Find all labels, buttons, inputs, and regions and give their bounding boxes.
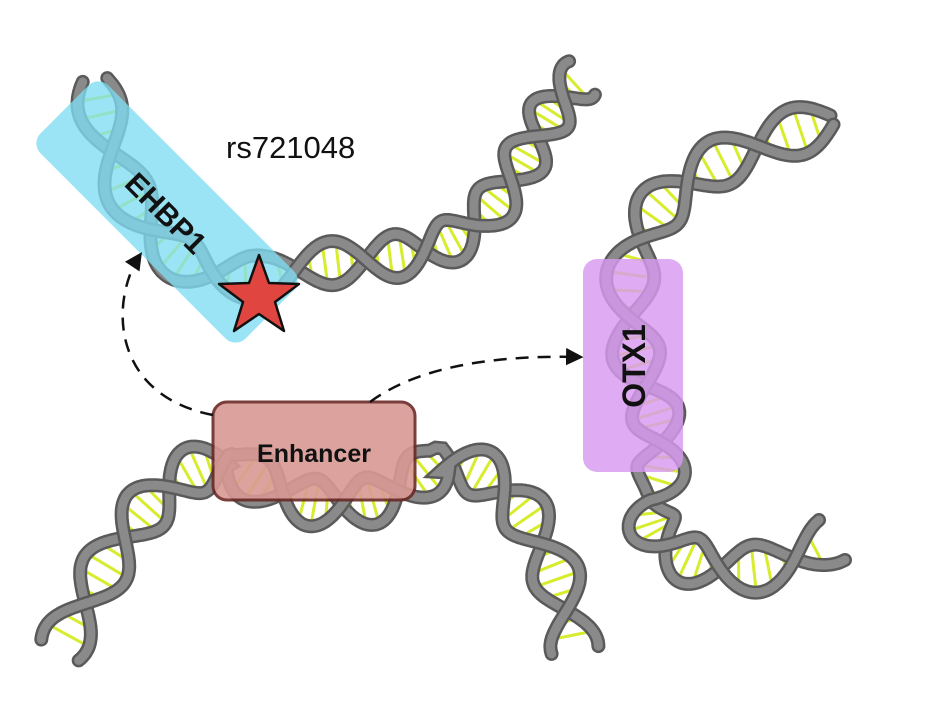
base-pair — [469, 453, 496, 496]
ehbp1-gene-box: EHBP1 — [36, 81, 298, 343]
base-pair — [675, 537, 699, 582]
base-pair — [534, 569, 581, 589]
enhancer-label: Enhancer — [257, 440, 371, 468]
base-pair — [791, 107, 810, 154]
base-pair — [643, 188, 681, 223]
enhancer-box: Enhancer — [211, 400, 417, 502]
base-pair — [410, 452, 443, 492]
arrow-to-ehbp1 — [121, 252, 214, 417]
base-pair — [749, 544, 758, 593]
base-pair — [85, 552, 129, 579]
otx1-label: OTX1 — [616, 324, 652, 408]
base-pair — [506, 502, 548, 533]
base-pair — [46, 622, 90, 648]
base-pair — [187, 446, 210, 491]
snp-label: rs721048 — [226, 130, 355, 165]
base-pair — [710, 139, 735, 184]
star-icon — [217, 253, 301, 333]
base-pair — [129, 490, 168, 524]
dna-strand-b — [36, 445, 585, 659]
otx1-gene-box: OTX1 — [583, 259, 683, 472]
arrow-to-otx1 — [369, 347, 584, 404]
